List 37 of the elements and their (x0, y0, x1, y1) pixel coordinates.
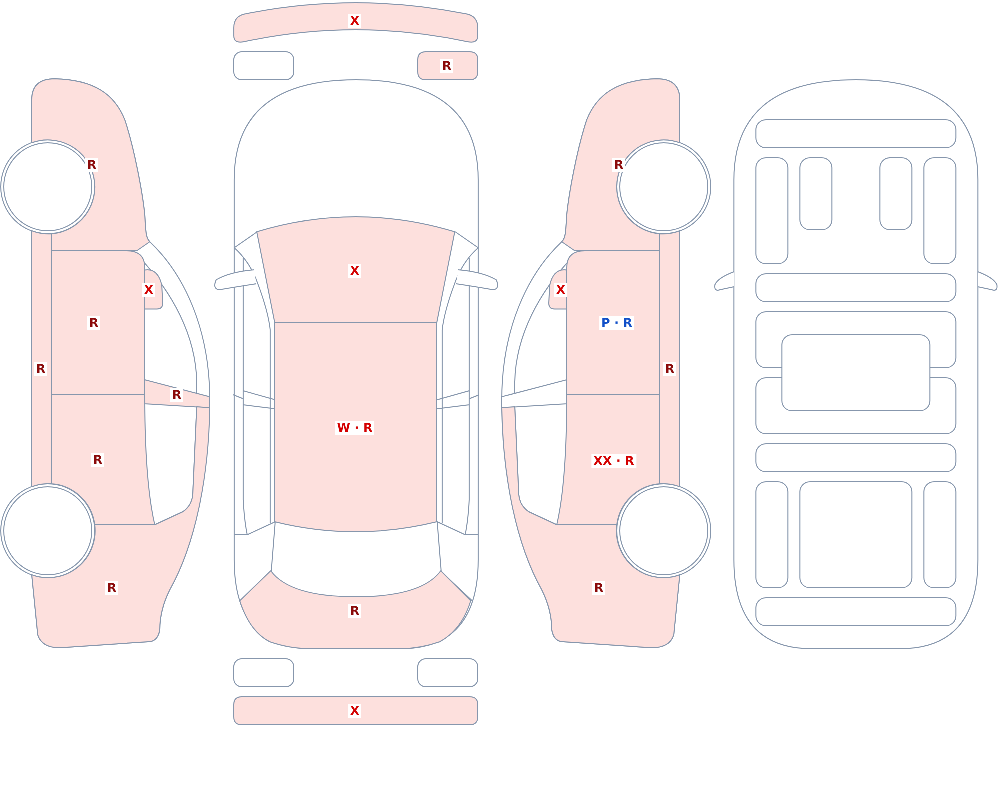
door-panel (51, 394, 156, 526)
damage-code: R (91, 453, 105, 467)
corner-panel (233, 658, 295, 688)
damage-code: R (34, 362, 48, 376)
damage-code: R (348, 604, 362, 618)
rear-panel (239, 570, 472, 650)
pillar-panel (144, 379, 211, 409)
damage-code: R (87, 316, 101, 330)
damage-code: R (105, 581, 119, 595)
damage-code: R (592, 581, 606, 595)
windshield-panel (256, 216, 456, 324)
door-panel (51, 250, 146, 396)
damage-code: X (348, 14, 362, 28)
rocker-panel (659, 230, 681, 488)
corner-panel (417, 51, 479, 81)
damage-code: W · R (335, 421, 375, 435)
roof-panel (274, 322, 438, 533)
damage-code: XX · R (592, 454, 636, 468)
fender-panel (561, 78, 681, 252)
damage-code: R (663, 362, 677, 376)
bumper-panel (233, 696, 479, 726)
damage-code: R (440, 59, 454, 73)
damage-code: X (348, 704, 362, 718)
damage-code: R (170, 388, 184, 402)
corner-panel (233, 51, 295, 81)
damage-code: P · R (600, 316, 634, 330)
door-panel (566, 250, 661, 396)
bumper-panel (233, 2, 479, 44)
rocker-panel (31, 230, 53, 488)
damage-code: X (554, 282, 568, 297)
damage-code: X (348, 264, 362, 278)
damage-code: X (142, 282, 156, 297)
damage-code: R (85, 158, 99, 172)
fender-panel (31, 78, 151, 252)
door-panel (556, 394, 661, 526)
corner-panel (417, 658, 479, 688)
damage-code: R (612, 158, 626, 172)
